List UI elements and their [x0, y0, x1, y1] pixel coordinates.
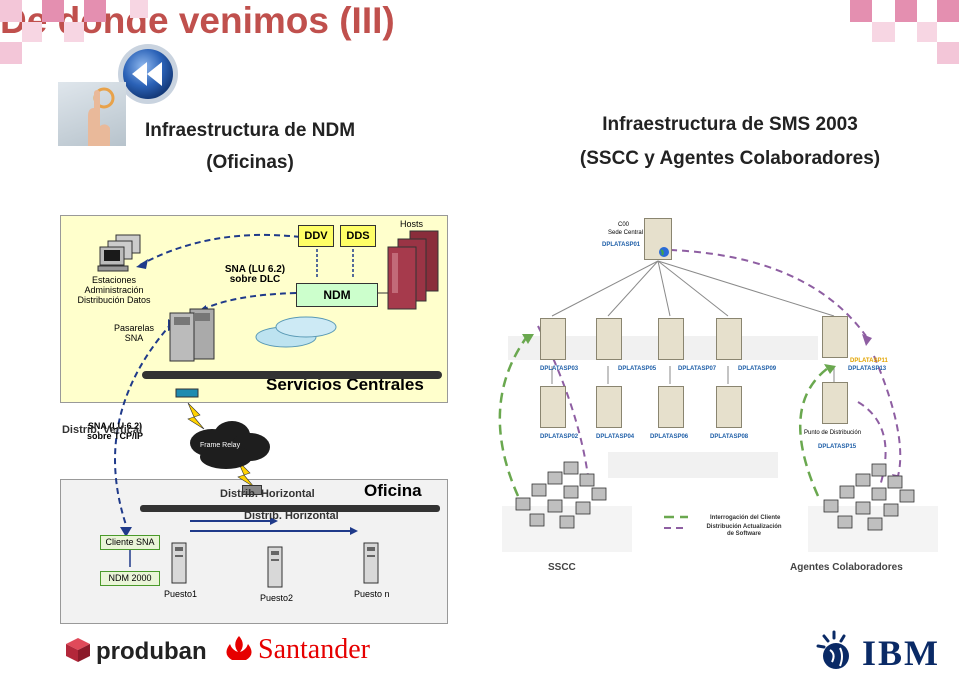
smarter-planet-icon — [816, 630, 849, 669]
legend-interrogacion-label: Interrogación del Cliente — [710, 515, 781, 521]
server-icon — [658, 318, 684, 360]
pasarelas-label: Pasarelas SNA — [113, 323, 155, 343]
sscc-pcs-icon — [515, 461, 607, 529]
globe-icon — [659, 247, 669, 257]
server-icon — [658, 386, 684, 428]
server-icon — [596, 386, 622, 428]
background-block — [502, 506, 632, 552]
ddv-box: DDV — [298, 225, 334, 247]
background-block — [608, 452, 778, 478]
cliente-sna-box: Cliente SNA — [100, 535, 160, 550]
puesto-n-icon — [363, 542, 379, 584]
row1-server-label: DPLATASP09 — [738, 366, 777, 372]
agentes-pcs-icon — [823, 463, 915, 531]
workstations-icon — [97, 234, 141, 272]
santander-logo-text: Santander — [258, 634, 370, 665]
dplatasp15-label: DPLATASP15 — [818, 444, 857, 450]
legend-distribucion-label: Distribución Actualización de Software — [706, 524, 782, 537]
decor-square — [937, 0, 959, 22]
oficina-label: Oficina — [364, 481, 422, 500]
decor-square — [84, 0, 106, 22]
sna-dlc-label: SNA (LU 6.2) sobre DLC — [224, 264, 286, 285]
puesto2-label: Puesto2 — [260, 593, 294, 603]
office-router — [242, 485, 262, 495]
sms-infrastructure-diagram: C00 Sede Central DPLATASP01 DPLATASP03 D… — [478, 206, 944, 580]
decor-square — [872, 22, 895, 42]
server-icon — [540, 386, 566, 428]
row1-server-label: DPLATASP03 — [540, 366, 579, 372]
row1-server-label: DPLATASP07 — [678, 366, 717, 372]
decor-square — [42, 0, 64, 22]
server-icon — [596, 318, 622, 360]
decor-square — [895, 0, 917, 22]
right-header-line2: (SSCC y Agentes Colaboradores) — [579, 148, 881, 169]
row2-server-label: DPLATASP08 — [710, 434, 749, 440]
agentes-label: Agentes Colaboradores — [790, 562, 903, 573]
puesto1-label: Puesto1 — [164, 589, 198, 599]
santander-flame-icon — [226, 636, 252, 660]
server-icon — [540, 318, 566, 360]
row1-server-label: DPLATASP13 — [848, 366, 887, 372]
estaciones-label: Estaciones Administración Distribución D… — [77, 275, 151, 305]
puesto1-icon — [171, 542, 187, 584]
puesto2-icon — [267, 546, 283, 588]
decor-square — [130, 0, 148, 18]
oficina-area — [60, 479, 448, 624]
decor-square — [64, 22, 84, 42]
ndm2000-box: NDM 2000 — [100, 571, 160, 586]
server-icon — [716, 386, 742, 428]
left-diagram-connectors — [114, 233, 442, 567]
server-icon — [822, 382, 848, 424]
decor-square — [937, 42, 959, 64]
row2-server-label: DPLATASP04 — [596, 434, 635, 440]
dplatasp01-label: DPLATASP01 — [602, 242, 641, 248]
decor-square — [22, 22, 42, 42]
row1-server-label: DPLATASP05 — [618, 366, 657, 372]
distrib-horizontal-label-1: Distrib. Horizontal — [220, 488, 315, 500]
decor-square — [0, 0, 22, 22]
ndm-infrastructure-diagram: Servicios Centrales Oficina — [60, 215, 448, 625]
decor-square — [850, 0, 872, 22]
c00-label: C00 — [618, 222, 630, 228]
row2-server-label: DPLATASP06 — [650, 434, 689, 440]
distrib-vertical-label: Distrib. Vertical — [61, 424, 143, 436]
sscc-label: SSCC — [548, 562, 576, 573]
servicios-centrales-label: Servicios Centrales — [266, 375, 424, 394]
dds-box: DDS — [340, 225, 376, 247]
produban-logo-text: produban — [96, 638, 207, 665]
left-header-line1: Infraestructura de NDM — [144, 120, 356, 141]
mainframe-hosts-icon — [387, 230, 439, 310]
rewind-icon — [118, 44, 178, 104]
decor-square — [917, 22, 937, 42]
server-icon — [822, 316, 848, 358]
puesto-n-label: Puesto n — [354, 589, 390, 599]
sede-central-label: Sede Central — [608, 230, 644, 236]
left-header-line2: (Oficinas) — [206, 152, 294, 173]
hosts-label: Hosts — [400, 219, 424, 229]
distrib-horizontal-label-2: Distrib. Horizontal — [244, 510, 339, 522]
punto-distribucion-label: Punto de Distribución — [804, 430, 862, 436]
row2-server-label: DPLATASP02 — [540, 434, 579, 440]
dplatasp11-label: DPLATASP11 — [850, 358, 888, 364]
decor-square — [0, 42, 22, 64]
gateway-servers-icon — [169, 308, 215, 362]
server-icon — [716, 318, 742, 360]
touch-hand-image — [58, 82, 126, 146]
ibm-logo-text: IBM — [862, 633, 940, 673]
produban-cube-icon — [66, 638, 90, 662]
right-header-line1: Infraestructura de SMS 2003 — [602, 114, 858, 135]
ndm-box: NDM — [296, 283, 378, 307]
frame-relay-label: Frame Relay — [200, 442, 241, 449]
sna-tcp-label: SNA (LU 6.2) sobre TCP/IP — [86, 421, 143, 441]
